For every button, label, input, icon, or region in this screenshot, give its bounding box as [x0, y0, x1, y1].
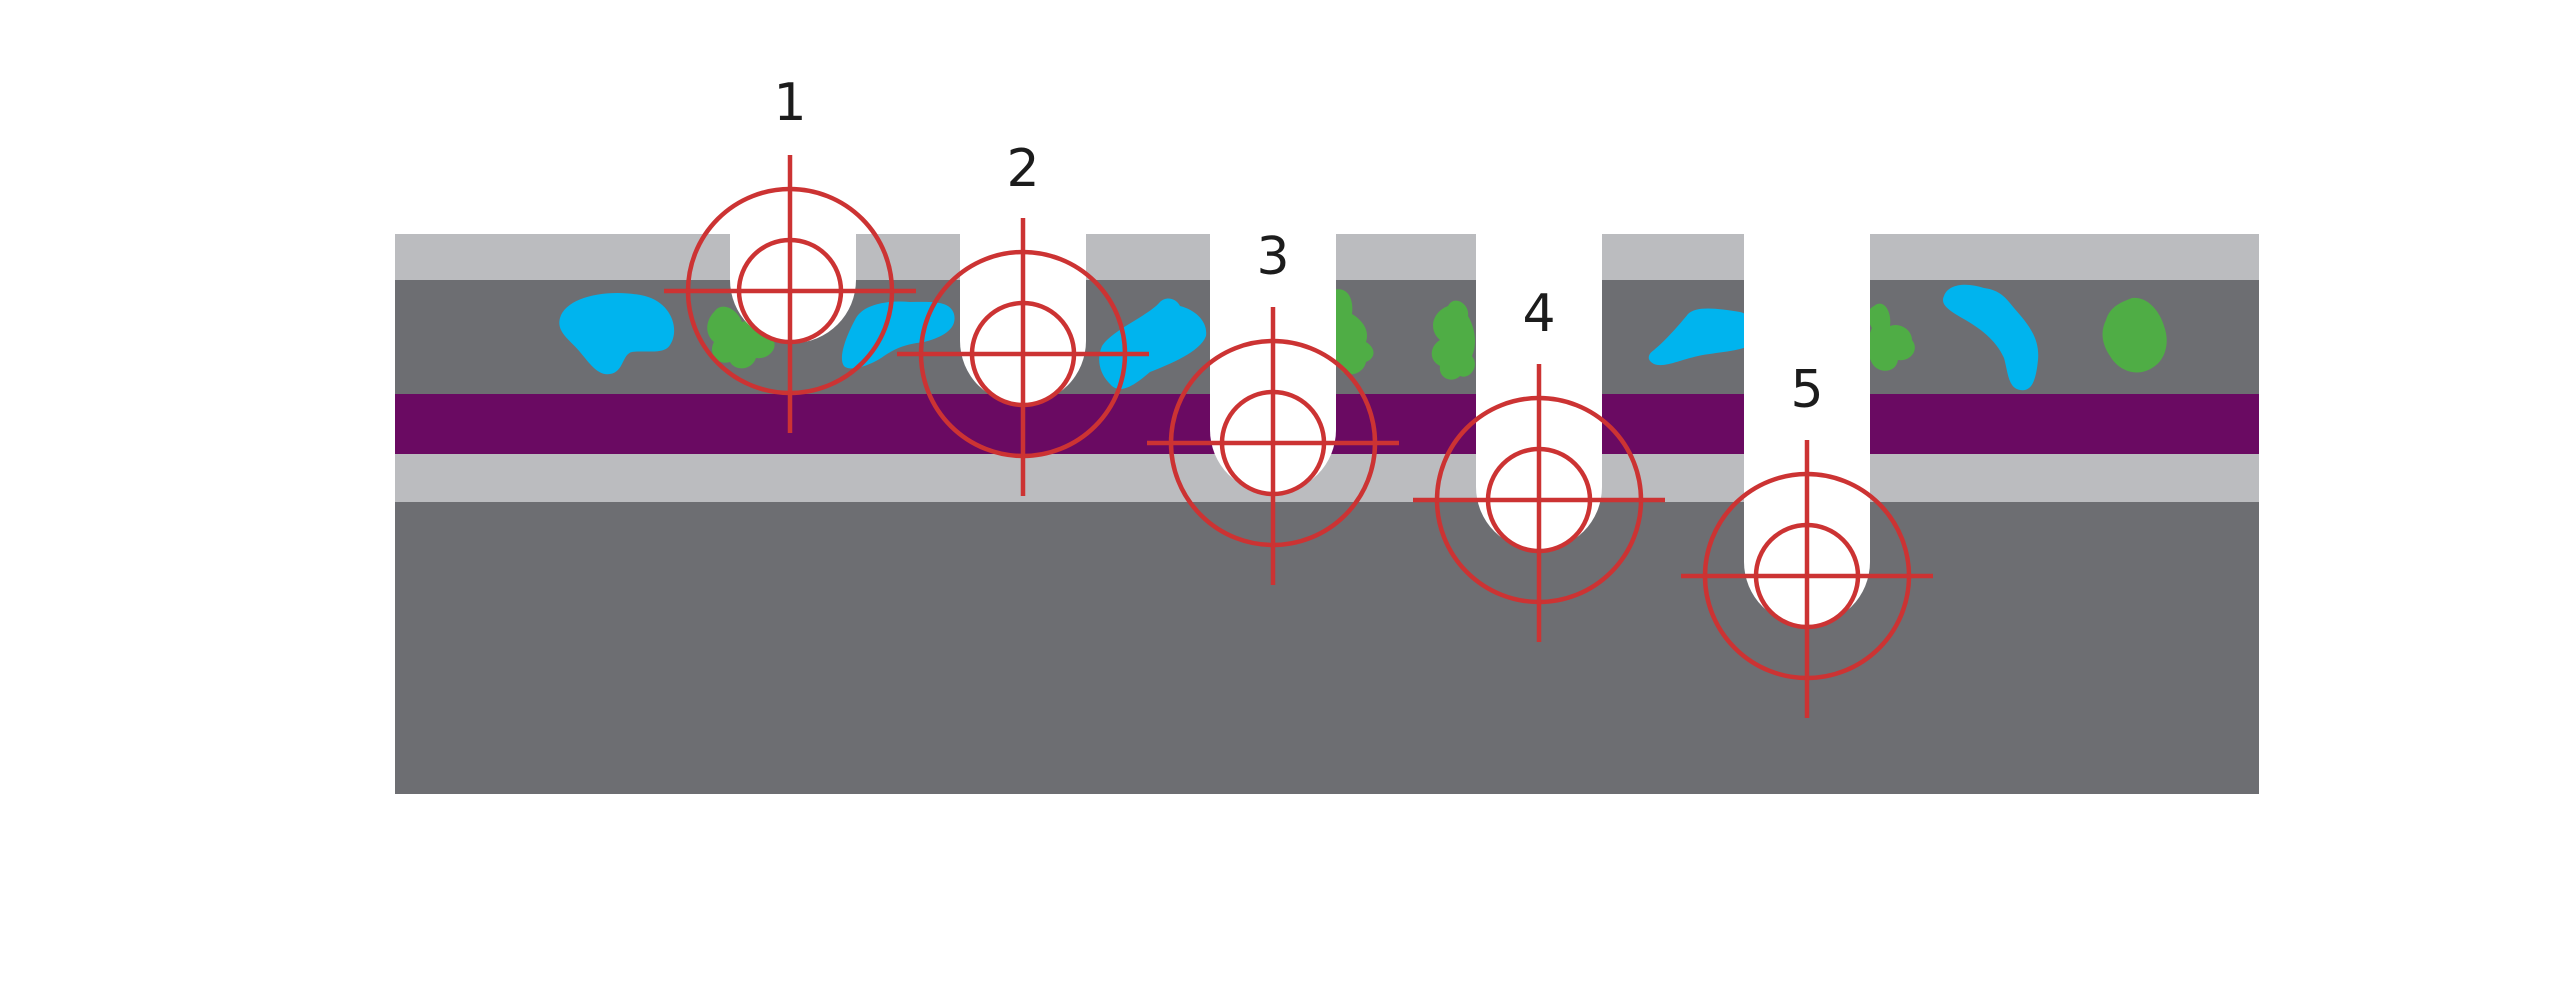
crosshair-icon: [1147, 307, 1399, 585]
blue-particle-icon: [1648, 308, 1756, 366]
green-particle-icon: [1328, 289, 1374, 375]
target-label-2: 2: [1006, 139, 1039, 199]
green-particle-icon: [2102, 297, 2167, 373]
crosshair-icon: [1413, 364, 1665, 642]
target-label-4: 4: [1522, 284, 1555, 344]
base-layer: [395, 502, 2259, 794]
opening-1: [730, 234, 856, 343]
target-label-1: 1: [773, 73, 806, 133]
crosshair-icon: [1681, 440, 1933, 718]
blue-particle-icon: [559, 292, 675, 375]
blue-particle-icon: [1942, 284, 2039, 391]
crosshair-icon: [897, 218, 1149, 496]
target-label-3: 3: [1256, 227, 1289, 287]
crosshair-icon: [664, 155, 916, 433]
target-label-5: 5: [1790, 360, 1823, 420]
targets: 1 2 3 4 5: [664, 73, 1933, 718]
green-particle-icon: [1867, 303, 1915, 371]
green-particle-icon: [1431, 300, 1475, 380]
opening-5: [1744, 234, 1870, 625]
